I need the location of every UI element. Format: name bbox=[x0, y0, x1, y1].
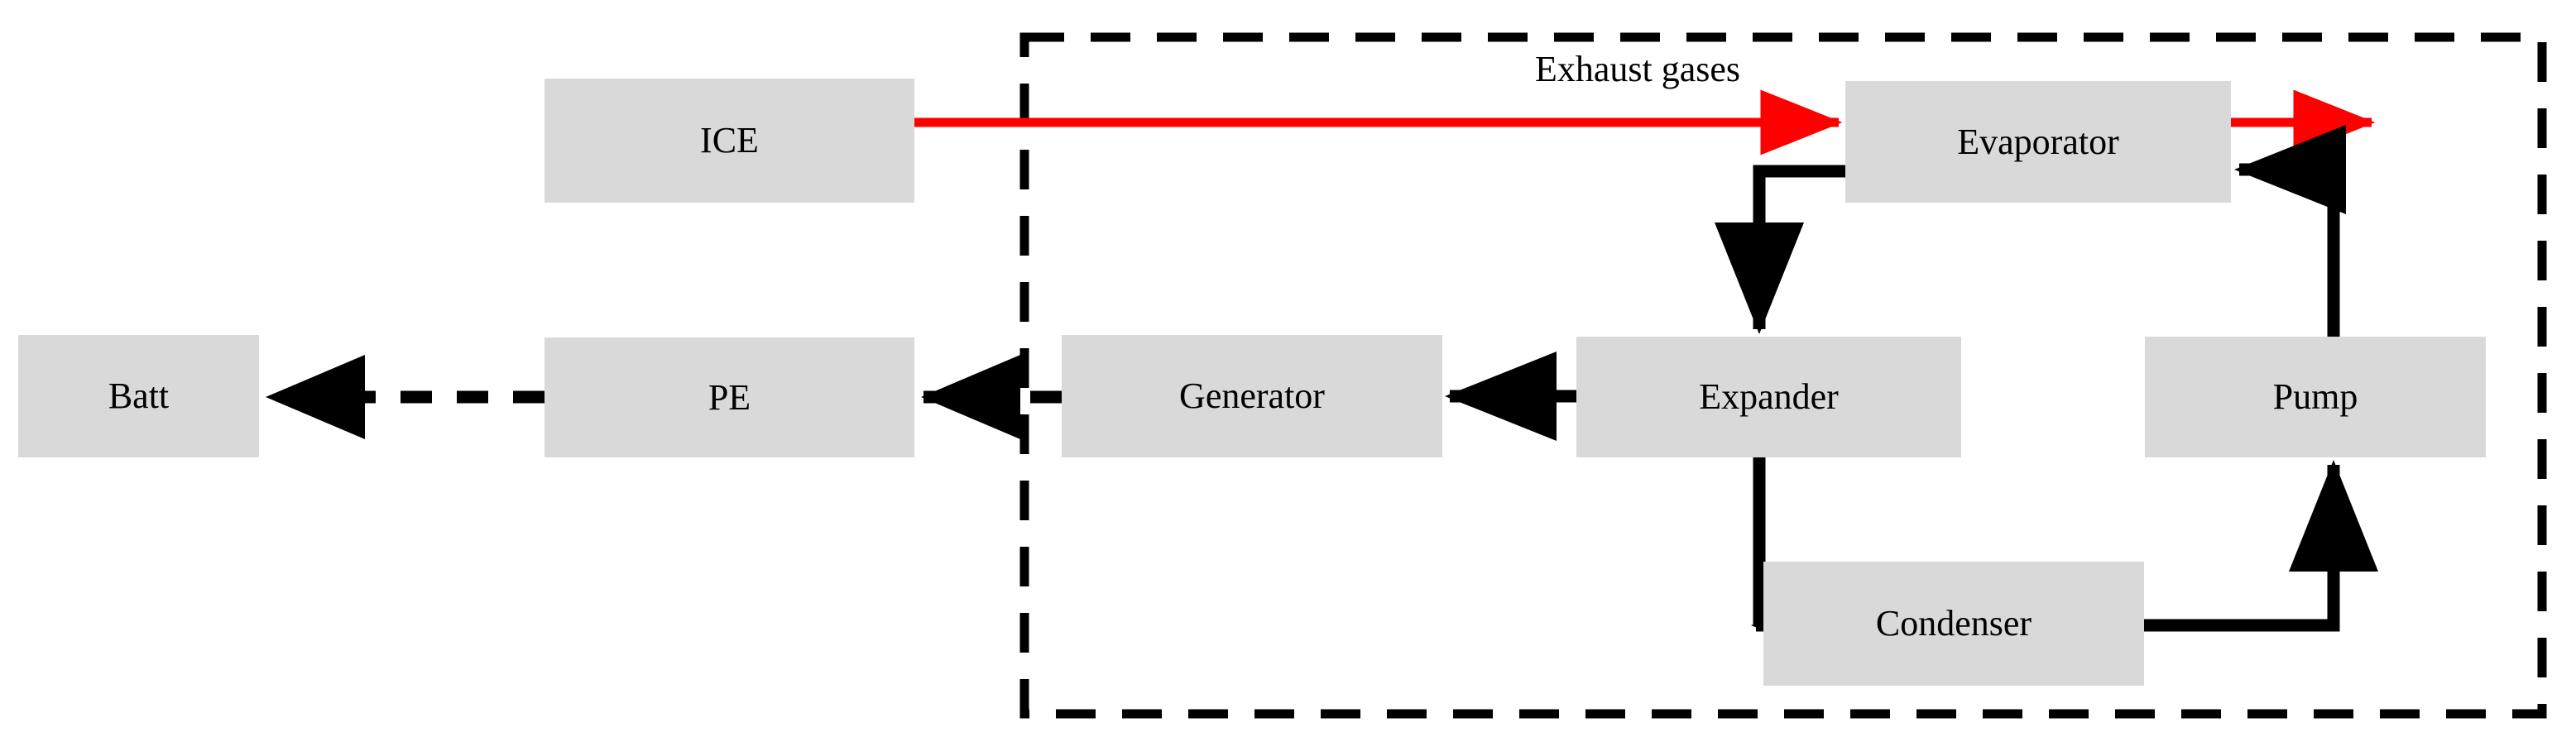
node-batt-label: Batt bbox=[108, 376, 170, 416]
node-generator-label: Generator bbox=[1179, 376, 1325, 416]
node-condenser-label: Condenser bbox=[1875, 603, 2032, 644]
node-ice-label: ICE bbox=[700, 120, 759, 160]
node-evaporator-label: Evaporator bbox=[1957, 121, 2119, 162]
edge-condenser-to-pump bbox=[2144, 460, 2378, 632]
node-pe-label: PE bbox=[708, 376, 751, 418]
edge-expander-to-condenser-path bbox=[1751, 457, 1864, 670]
node-batt[interactable]: Batt bbox=[18, 335, 259, 457]
orc-subsystem-boundary bbox=[1019, 32, 2547, 719]
node-expander[interactable]: Expander bbox=[1576, 337, 1961, 457]
edge-evaporator-to-expander bbox=[1715, 165, 1845, 334]
node-condenser[interactable]: Condenser bbox=[1763, 562, 2144, 686]
node-ice[interactable]: ICE bbox=[544, 79, 914, 203]
edge-label-exhaust-gases-text: Exhaust gases bbox=[1535, 49, 1741, 89]
edge-pump-to-evaporator bbox=[2234, 125, 2347, 337]
node-pump[interactable]: Pump bbox=[2145, 337, 2486, 457]
node-pump-label: Pump bbox=[2272, 376, 2358, 417]
node-generator[interactable]: Generator bbox=[1062, 335, 1442, 457]
node-pe[interactable]: PE bbox=[544, 337, 914, 457]
node-evaporator[interactable]: Evaporator bbox=[1845, 81, 2231, 203]
node-expander-label: Expander bbox=[1699, 376, 1839, 417]
edge-label-exhaust-gases: Exhaust gases bbox=[1535, 51, 1740, 88]
